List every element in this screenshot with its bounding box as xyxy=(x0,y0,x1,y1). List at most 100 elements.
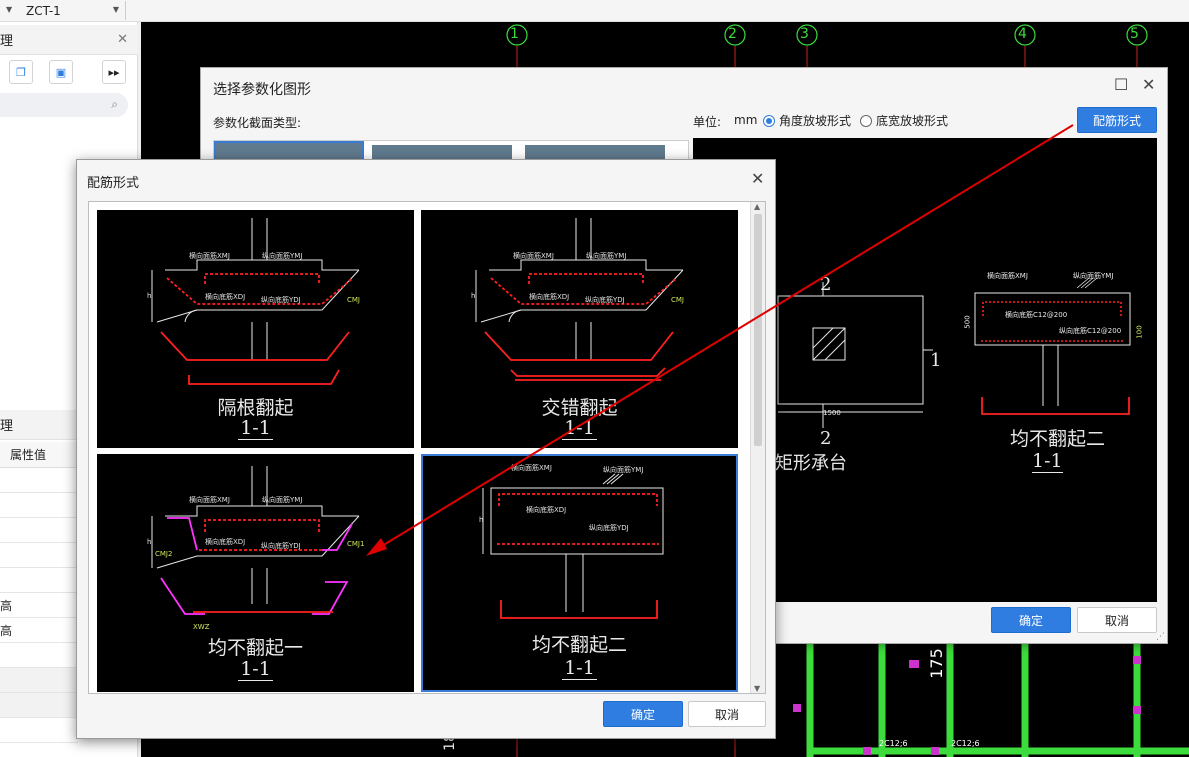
section-type-thumb[interactable] xyxy=(214,141,364,163)
component-combo-value: ZCT-1 xyxy=(26,3,61,18)
double-arrow-icon: ▸▸ xyxy=(108,65,120,79)
property-row-value: 高 xyxy=(0,623,13,638)
property-row[interactable] xyxy=(0,468,78,493)
close-icon[interactable]: ✕ xyxy=(117,32,128,47)
close-icon[interactable]: ✕ xyxy=(751,169,765,188)
svg-text:横向底筋XDJ: 横向底筋XDJ xyxy=(205,292,245,301)
preview-annot: 纵向面筋YMJ xyxy=(1073,272,1114,280)
svg-text:横向底筋XDJ: 横向底筋XDJ xyxy=(526,505,566,514)
preview-annot: 纵向底筋C12@200 xyxy=(1059,327,1122,335)
property-row[interactable] xyxy=(0,493,78,518)
preview-label: 2 xyxy=(820,274,832,295)
preview-cap-name: 矩形承台 xyxy=(775,453,847,474)
rebar-tile-no-bend-1[interactable]: 横向面筋XMJ 纵向面筋YMJ 横向底筋XDJ 纵向底筋YDJ CMJ1 CMJ… xyxy=(97,454,414,692)
svg-text:横向面筋XMJ: 横向面筋XMJ xyxy=(511,463,552,472)
property-row[interactable] xyxy=(0,693,78,718)
layer-icon: ▣ xyxy=(55,65,67,79)
property-row[interactable] xyxy=(0,543,78,568)
tile-section: 1-1 xyxy=(421,657,738,680)
copy-button[interactable]: ❐ xyxy=(9,60,33,84)
svg-text:纵向底筋YDJ: 纵向底筋YDJ xyxy=(585,295,625,304)
panel-title: 理 xyxy=(0,34,14,49)
tile-section-text: 1-1 xyxy=(562,417,597,440)
top-toolbar: ▼ ZCT-1 ▼ xyxy=(0,0,1189,22)
radio-angle-label: 角度放坡形式 xyxy=(779,114,852,128)
tile-section: 1-1 xyxy=(421,417,738,440)
tile-section-text: 1-1 xyxy=(238,658,273,681)
svg-text:横向底筋XDJ: 横向底筋XDJ xyxy=(205,537,245,546)
scroll-up-icon[interactable]: ▲ xyxy=(754,202,761,211)
svg-text:横向底筋XDJ: 横向底筋XDJ xyxy=(529,292,569,301)
dialog-title: 选择参数化图形 xyxy=(213,82,311,98)
svg-text:横向面筋XMJ: 横向面筋XMJ xyxy=(189,251,230,260)
search-icon: ⌕ xyxy=(111,97,118,111)
property-row[interactable]: 高 xyxy=(0,593,78,618)
layer-button[interactable]: ▣ xyxy=(49,60,73,84)
ok-button[interactable]: 确定 xyxy=(603,701,683,727)
preview-title: 均不翻起二 xyxy=(1010,428,1106,450)
tile-name: 均不翻起一 xyxy=(207,637,303,659)
maximize-icon[interactable]: ☐ xyxy=(1114,75,1129,94)
property-row[interactable] xyxy=(0,718,78,743)
dialog-title: 配筋形式 xyxy=(87,176,140,191)
tile-section-text: 1-1 xyxy=(238,417,273,440)
vertical-scrollbar[interactable]: ▲ ▼ xyxy=(750,202,765,693)
rebar-label: 2C12;6 xyxy=(951,739,980,748)
close-icon[interactable]: ✕ xyxy=(1142,75,1156,94)
svg-text:纵向面筋YMJ: 纵向面筋YMJ xyxy=(603,465,643,474)
svg-text:横向面筋XMJ: 横向面筋XMJ xyxy=(513,251,554,260)
dropdown-arrow-icon[interactable]: ▼ xyxy=(6,5,13,14)
rebar-form-grid: 横向面筋XMJ 纵向面筋YMJ 横向底筋XDJ 纵向底筋YDJ CMJ h 隔根… xyxy=(88,201,766,694)
cancel-button[interactable]: 取消 xyxy=(688,701,766,727)
property-row[interactable] xyxy=(0,518,78,543)
axis-label: 2 xyxy=(728,26,737,42)
rebar-tile-every-other[interactable]: 横向面筋XMJ 纵向面筋YMJ 横向底筋XDJ 纵向底筋YDJ CMJ h 隔根… xyxy=(97,210,414,448)
rebar-tile-staggered[interactable]: 横向面筋XMJ 纵向面筋YMJ 横向底筋XDJ 纵向底筋YDJ CMJ h 交错… xyxy=(421,210,738,448)
property-panel-header: 理 xyxy=(0,410,78,440)
preview-annot: 500 xyxy=(963,315,972,329)
resize-grip-icon[interactable]: ⋰ xyxy=(1156,632,1165,642)
rebar-label: 2C12;6 xyxy=(879,739,908,748)
property-value-header: 属性值 xyxy=(10,448,47,462)
property-row[interactable] xyxy=(0,568,78,593)
svg-text:h: h xyxy=(479,516,483,524)
svg-text:XWZ: XWZ xyxy=(193,623,210,631)
rebar-tile-no-bend-2[interactable]: 横向面筋XMJ 纵向面筋YMJ 横向底筋XDJ 纵向底筋YDJ h 均不翻起二 … xyxy=(421,454,738,692)
unit-value: mm xyxy=(734,113,758,127)
radio-width-option[interactable]: 底宽放坡形式 xyxy=(860,112,948,129)
component-panel-header: 理 ✕ xyxy=(0,25,138,55)
rebar-form-button[interactable]: 配筋形式 xyxy=(1077,107,1157,133)
axis-label: 1 xyxy=(510,26,519,42)
copy-icon: ❐ xyxy=(16,65,26,79)
svg-text:纵向面筋YMJ: 纵向面筋YMJ xyxy=(262,495,302,504)
tile-name: 交错翻起 xyxy=(541,397,618,419)
preview-annot: 横向底筋C12@200 xyxy=(1005,311,1068,319)
ok-button[interactable]: 确定 xyxy=(991,607,1071,633)
property-row[interactable]: 高 xyxy=(0,618,78,643)
search-input[interactable]: ⌕ xyxy=(0,93,128,117)
property-row[interactable] xyxy=(0,643,78,668)
axis-label: 3 xyxy=(800,26,809,42)
svg-text:纵向底筋YDJ: 纵向底筋YDJ xyxy=(261,295,301,304)
component-combo[interactable]: ZCT-1 ▼ xyxy=(22,1,126,20)
svg-text:纵向面筋YMJ: 纵向面筋YMJ xyxy=(262,251,302,260)
preview-annot: 100 xyxy=(1135,325,1144,339)
property-row[interactable] xyxy=(0,668,78,693)
preview-label: 1 xyxy=(930,350,942,371)
tile-name: 均不翻起二 xyxy=(531,634,627,656)
more-button[interactable]: ▸▸ xyxy=(102,60,126,84)
svg-text:CMJ2: CMJ2 xyxy=(155,550,172,558)
radio-angle-option[interactable]: 角度放坡形式 xyxy=(763,112,851,129)
preview-section: 1-1 xyxy=(1032,450,1063,473)
radio-checked-icon xyxy=(763,115,775,127)
tile-section: 1-1 xyxy=(97,417,414,440)
svg-text:h: h xyxy=(147,538,151,546)
cancel-button[interactable]: 取消 xyxy=(1077,607,1157,633)
scroll-down-icon[interactable]: ▼ xyxy=(754,684,761,693)
rebar-form-dialog: 配筋形式 ✕ xyxy=(76,159,776,739)
svg-text:纵向面筋YMJ: 纵向面筋YMJ xyxy=(586,251,626,260)
axis-label: 4 xyxy=(1018,26,1027,42)
scroll-thumb[interactable] xyxy=(754,214,762,446)
dimension-text: 175 xyxy=(926,648,946,679)
svg-text:纵向底筋YDJ: 纵向底筋YDJ xyxy=(261,541,301,550)
